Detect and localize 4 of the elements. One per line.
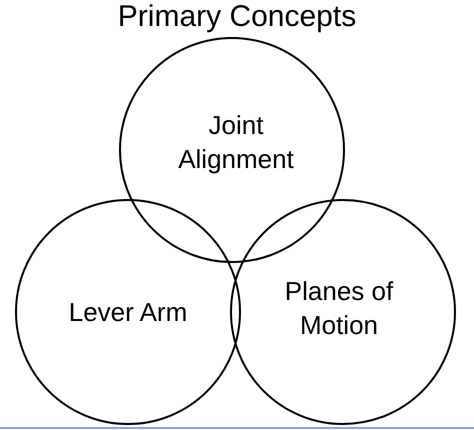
- circle-label: Planes of Motion: [284, 275, 394, 342]
- circle-label: Lever Arm: [68, 296, 188, 329]
- title: Primary Concepts: [116, 0, 358, 34]
- circle-label: Joint Alignment: [177, 109, 295, 176]
